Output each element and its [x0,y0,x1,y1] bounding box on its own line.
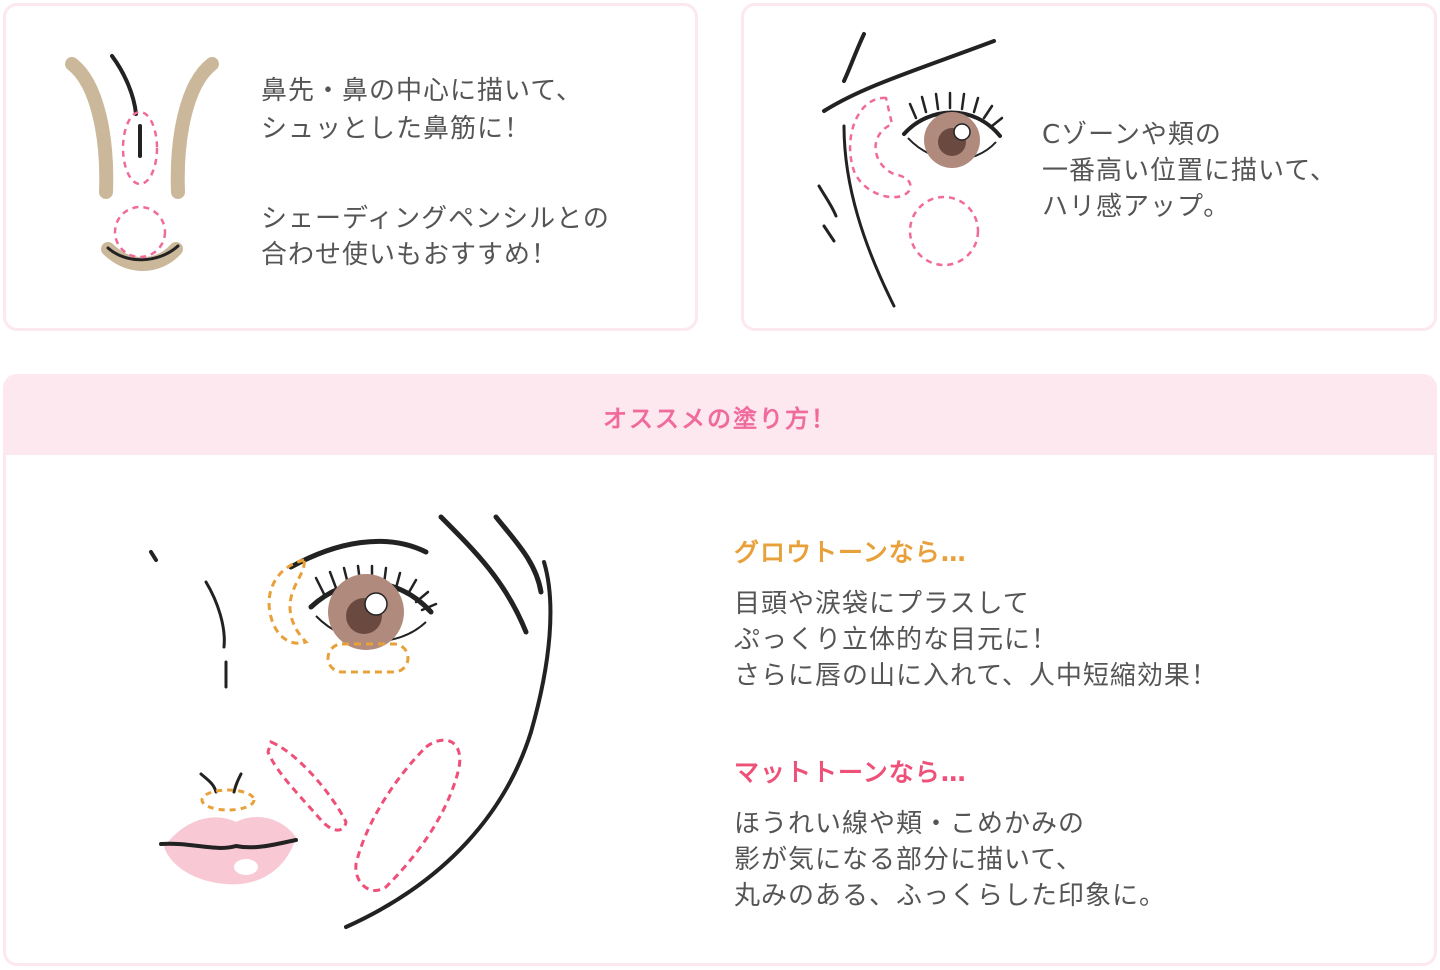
matte-text-line1: ほうれい線や頬・こめかみの [734,809,1086,839]
cheek-text-line2: 一番高い位置に描いて、 [1042,156,1337,186]
nose-tip-card: 鼻先・鼻の中心に描いて、 シュッとした鼻筋に！ シェーディングペンシルとの 合わ… [3,3,698,331]
glow-text-line3: さらに唇の山に入れて、人中短縮効果！ [734,661,1218,691]
glow-text-line1: 目頭や涙袋にプラスして [734,589,1030,619]
method-title: オススメの塗り方！ [603,404,837,433]
face-illustration [149,514,553,929]
matte-text-line3: 丸みのある、ふっくらした印象に。 [734,881,1167,911]
method-card: オススメの塗り方！ [3,374,1437,966]
nose-illustration [65,54,219,271]
matte-text-line2: 影が気になる部分に描いて、 [734,845,1083,875]
method-header: オススメの塗り方！ [6,377,1434,455]
eye-cheek-illustration [817,32,1004,308]
glow-tone-heading: グロウトーンなら… [734,538,967,567]
cheek-text-line1: Cゾーンや頬の [1042,120,1222,150]
nose-text-line1: 鼻先・鼻の中心に描いて、 [261,76,583,106]
nose-text-line3: シェーディングペンシルとの [261,204,610,234]
cheek-card: Cゾーンや頬の 一番高い位置に描いて、 ハリ感アップ。 [741,3,1437,331]
matte-tone-heading: マットトーンなら… [734,758,967,787]
nose-text-line2: シュッとした鼻筋に！ [261,114,532,144]
glow-text-line2: ぷっくり立体的な目元に！ [734,625,1059,655]
cheek-text-line3: ハリ感アップ。 [1042,192,1231,222]
nose-text-line4: 合わせ使いもおすすめ！ [261,240,559,270]
